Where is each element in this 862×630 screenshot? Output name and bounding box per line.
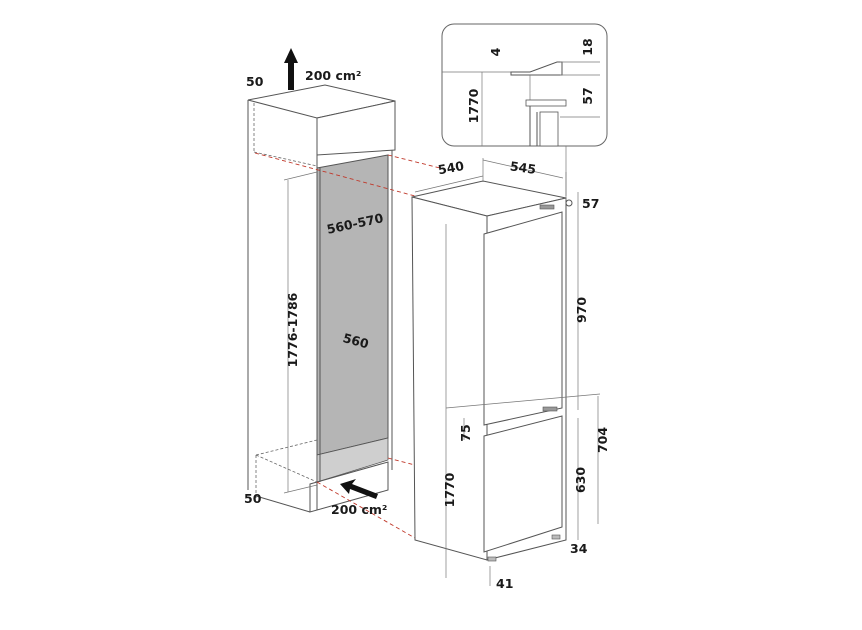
foot-offset-label: 41 xyxy=(496,576,513,591)
width-label: 545 xyxy=(509,158,537,176)
top-clearance-label: 50 xyxy=(246,74,264,89)
niche-back-wall xyxy=(316,154,389,456)
vent-arrow-in-icon xyxy=(340,479,378,499)
vent-top-label: 200 cm² xyxy=(305,68,361,83)
upper-door-height-label: 970 xyxy=(574,297,589,323)
lower-section-label: 704 xyxy=(595,427,610,453)
door-hinge xyxy=(542,406,558,412)
cabinet xyxy=(247,84,396,513)
niche-width-label: 560 xyxy=(341,330,370,351)
bottom-offset-label: 34 xyxy=(570,541,588,556)
cabinet-top-front xyxy=(316,100,396,156)
niche-height-label: 1776-1786 xyxy=(285,292,300,367)
niche-floor xyxy=(316,437,389,483)
bottom-clearance-label: 50 xyxy=(244,491,262,506)
height-label: 1770 xyxy=(442,472,457,507)
detail-gap-label: 4 xyxy=(488,47,503,56)
door-gap-label: 75 xyxy=(458,424,473,441)
top-offset-label: 57 xyxy=(582,196,599,211)
lower-door xyxy=(483,415,563,553)
upper-door xyxy=(483,211,563,426)
fridge xyxy=(411,180,573,562)
vent-bottom-label: 200 cm² xyxy=(331,502,387,517)
detail-hinge-thickness-label: 18 xyxy=(580,38,595,55)
hinge-detail-inset xyxy=(441,23,608,200)
vent-arrow-up-icon xyxy=(284,48,298,90)
lower-door-height-label: 630 xyxy=(573,467,588,493)
top-hinge xyxy=(539,204,555,210)
detail-hinge-height-label: 57 xyxy=(580,87,595,104)
alignment-guides xyxy=(254,152,441,539)
depth-label: 540 xyxy=(437,158,466,177)
detail-height-label: 1770 xyxy=(466,88,481,123)
